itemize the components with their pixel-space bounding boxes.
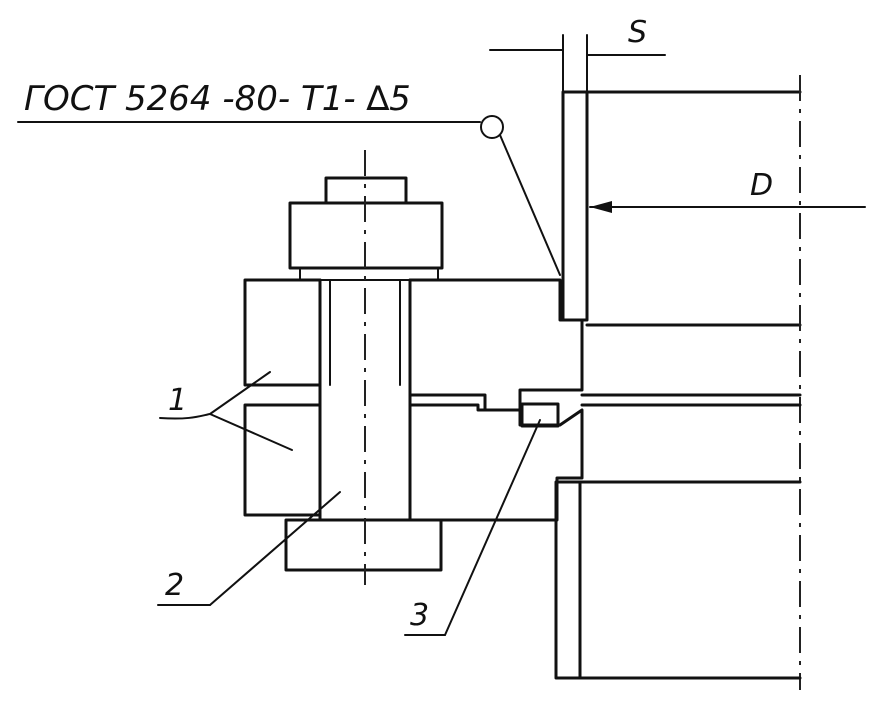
callout-1-label: 1: [168, 383, 187, 418]
weld-callout: ГОСТ 5264 -80- Т1- ∆5: [17, 79, 561, 276]
bolt: [284, 150, 444, 585]
dimension-d: D: [589, 168, 866, 213]
upper-flange: [243, 278, 584, 412]
lower-pipe: [554, 393, 802, 680]
callout-1: 1: [159, 371, 293, 451]
callout-3: 3: [404, 419, 541, 636]
upper-pipe: [561, 75, 802, 690]
dimension-d-label: D: [750, 168, 773, 203]
gasket: [520, 402, 560, 428]
callout-2: 2: [157, 491, 341, 606]
callout-2-label: 2: [165, 568, 184, 603]
lower-flange: [243, 403, 584, 522]
weld-callout-text: ГОСТ 5264 -80- Т1- ∆5: [24, 79, 411, 119]
callout-3-label: 3: [410, 598, 429, 633]
dimension-s: S: [489, 15, 666, 93]
dimension-s-label: S: [628, 15, 647, 50]
